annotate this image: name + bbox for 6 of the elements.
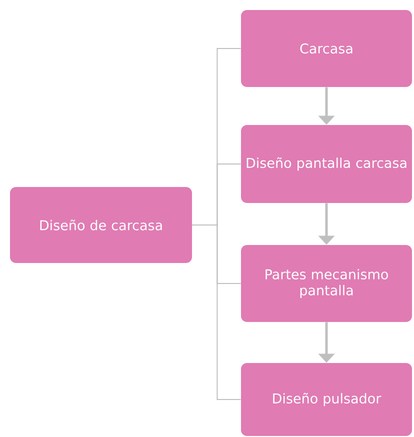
connector-line [192,224,242,400]
process-box: Diseño pantalla carcasa [241,125,412,203]
process-box: Carcasa [241,10,412,87]
process-box: Diseño de carcasa [10,187,192,263]
process-box: Diseño pulsador [241,363,412,436]
process-box: Partes mecanismo pantalla [241,245,412,322]
